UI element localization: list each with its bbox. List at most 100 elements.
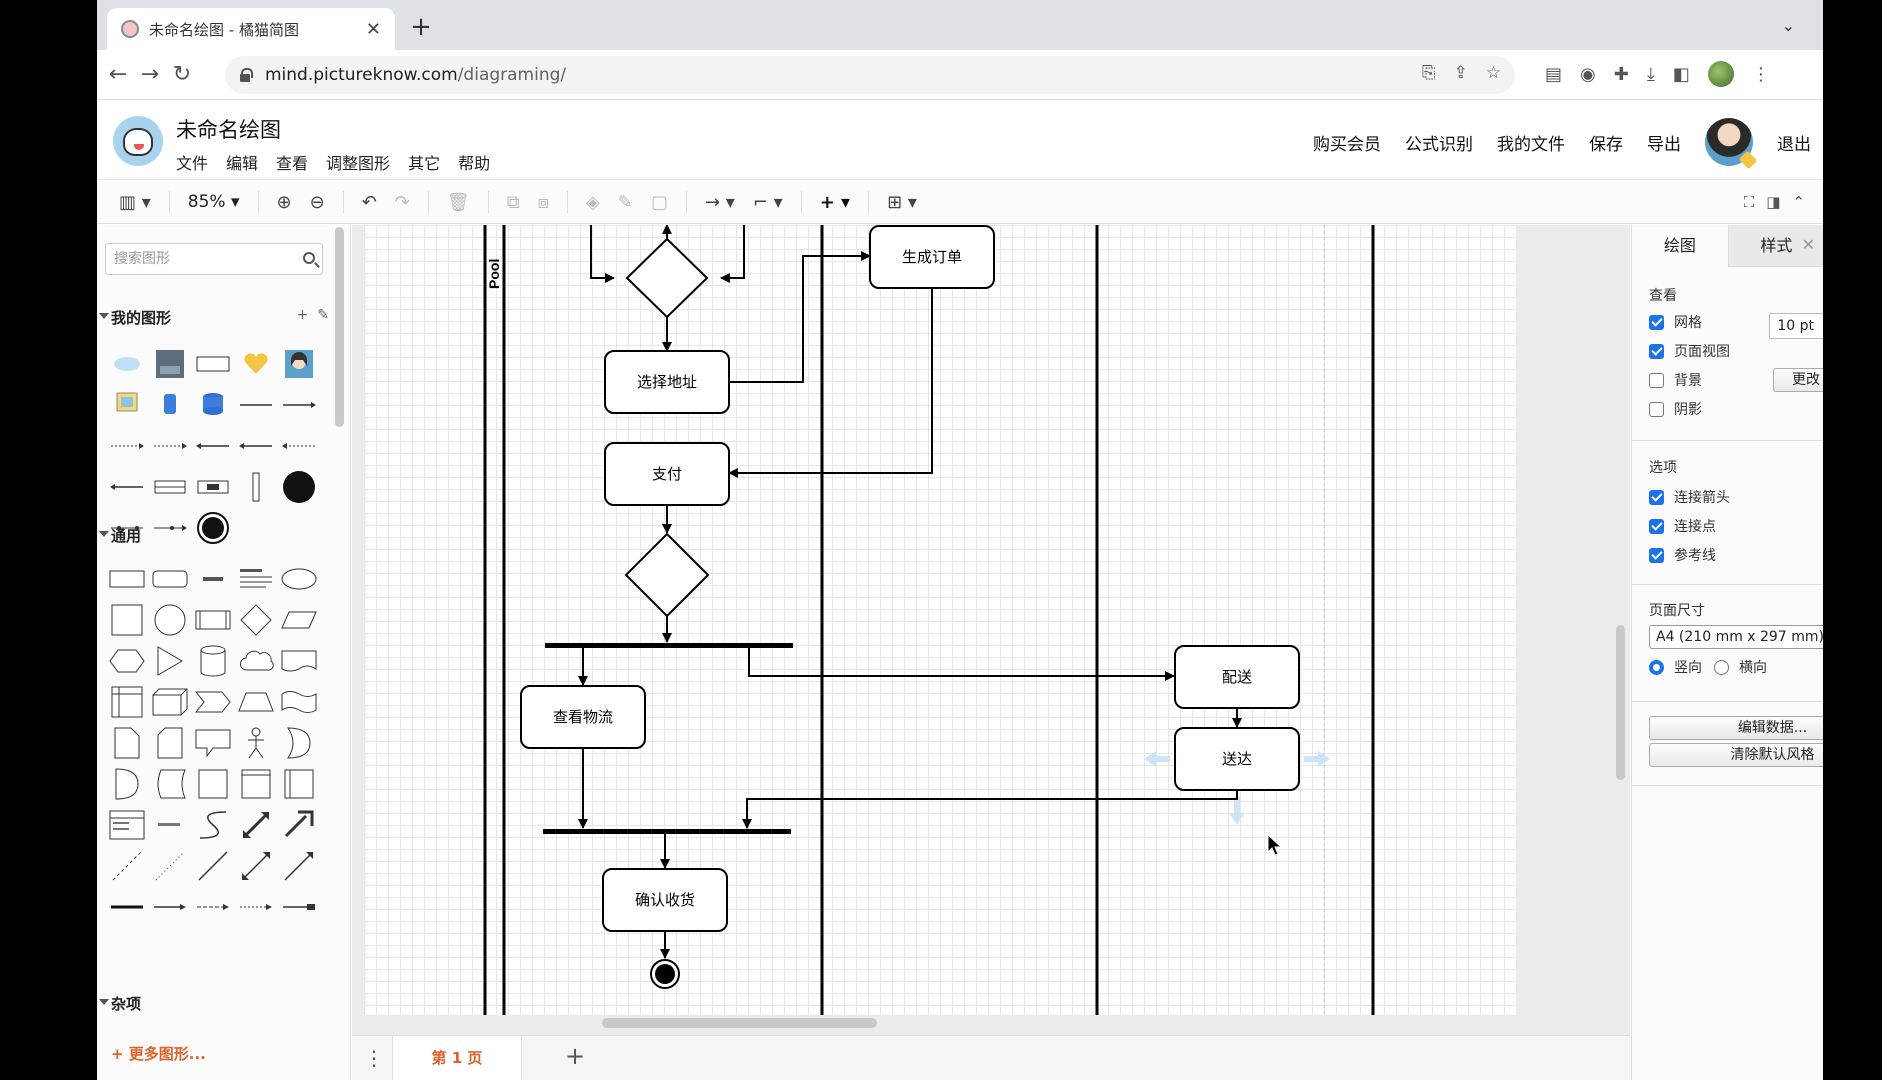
back-icon[interactable]: ← [108,62,128,87]
shape-swimlane[interactable] [277,763,320,804]
shape-link[interactable] [105,886,148,927]
shape-thumb-arrow-left[interactable] [105,466,148,507]
shape-ellipse[interactable] [277,558,320,599]
shape-data-storage[interactable] [148,763,191,804]
menu-arrange[interactable]: 调整图形 [326,154,391,173]
section-misc[interactable]: 杂项 [97,993,337,1014]
reading-mode-icon[interactable]: ▤ [1545,63,1563,85]
tab-search-chevron-icon[interactable]: ⌄ [1781,16,1795,35]
shape-hexagon[interactable] [105,640,148,681]
sidebar-scrollbar[interactable] [335,227,344,427]
background-checkbox[interactable]: 背景 [1649,370,1702,390]
shape-thumb-back-arrow[interactable] [191,425,234,466]
shape-cylinder[interactable] [191,640,234,681]
logout-link[interactable]: 退出 [1777,134,1811,155]
shape-list[interactable] [105,804,148,845]
shape-diamond[interactable] [234,599,277,640]
tab-diagram[interactable]: 绘图 [1632,225,1728,267]
shape-thumb-dotted-arrow-2[interactable] [148,425,191,466]
shape-list-item[interactable] [148,804,191,845]
shape-dotted-line[interactable] [148,845,191,886]
document-title[interactable]: 未命名绘图 [176,118,281,142]
shape-heading-text[interactable] [234,558,277,599]
shape-thumb-icon-2[interactable] [148,384,191,425]
download-icon[interactable]: ⤓ [1646,63,1655,85]
grid-size-input[interactable]: 10 pt [1769,313,1823,339]
shape-arrow-connector[interactable] [148,886,191,927]
shape-trapezoid[interactable] [234,681,277,722]
line-color-icon[interactable]: ✎ [617,191,633,213]
shape-container[interactable] [234,763,277,804]
page-menu-icon[interactable]: ⋮ [364,1046,384,1070]
close-tab-icon[interactable]: ✕ [365,18,381,40]
shape-thumb-line[interactable] [234,384,277,425]
shape-thumb-rect[interactable] [191,343,234,384]
formula-recognition-link[interactable]: 公式识别 [1405,134,1473,155]
bookmark-star-icon[interactable]: ☆ [1485,63,1502,83]
menu-view[interactable]: 查看 [276,154,309,173]
insert-icon[interactable]: + ▾ [819,191,851,213]
shape-line[interactable] [191,845,234,886]
shape-thumb-filled-circle[interactable] [277,466,320,507]
shape-thumb-bar-2[interactable] [191,466,234,507]
menu-file[interactable]: 文件 [176,154,209,173]
waypoint-style-icon[interactable]: ⌐ ▾ [752,191,783,213]
new-tab-icon[interactable]: + [410,12,432,42]
shape-thumb-dotted-arrow[interactable] [105,425,148,466]
save-link[interactable]: 保存 [1589,134,1623,155]
clear-default-style-button[interactable]: 清除默认风格 [1649,743,1823,767]
shadow-icon[interactable]: ▢ [650,191,668,213]
shape-thumb-dotted-back-arrow[interactable] [277,425,320,466]
shape-thumb-bar[interactable] [148,466,191,507]
shape-thumb-arrow[interactable] [277,384,320,425]
change-background-button[interactable]: 更改 [1773,368,1823,392]
shape-circle[interactable] [148,599,191,640]
extensions-puzzle-icon[interactable]: ✚ [1613,63,1629,85]
share-icon[interactable]: ⇪ [1453,63,1468,83]
canvas-horizontal-scrollbar[interactable] [602,1018,877,1028]
page-tab-1[interactable]: 第 1 页 [392,1036,522,1080]
shape-bidirectional-connector[interactable] [234,845,277,886]
shape-curve[interactable] [191,804,234,845]
user-avatar[interactable] [1705,118,1758,170]
shape-card[interactable] [148,722,191,763]
table-icon[interactable]: ⊞ ▾ [887,191,917,213]
landscape-radio[interactable]: 横向 [1714,657,1767,677]
add-shape-icon[interactable]: + [296,307,309,323]
shape-thumb-photo[interactable] [148,343,191,384]
forward-icon[interactable]: → [140,62,160,87]
shape-rectangle[interactable] [105,558,148,599]
extension-cat-icon[interactable]: ◉ [1580,63,1596,85]
add-page-icon[interactable]: + [565,1042,586,1070]
connection-points-checkbox[interactable]: 连接点 [1649,516,1716,536]
connection-style-icon[interactable]: → ▾ [705,191,735,213]
shape-and[interactable] [105,763,148,804]
menu-edit[interactable]: 编辑 [226,154,259,173]
connect-arrows-checkbox[interactable]: 连接箭头 [1649,487,1730,507]
buy-membership-link[interactable]: 购买会员 [1313,134,1381,155]
to-front-icon[interactable]: ⧉ [506,191,520,213]
app-logo[interactable] [113,116,163,166]
shape-square[interactable] [105,599,148,640]
shape-parallelogram[interactable] [277,599,320,640]
menu-extras[interactable]: 其它 [408,154,441,173]
diagram-canvas[interactable]: Pool 选择地址 生成订单 [352,225,1630,1035]
shape-search-input[interactable]: 搜索图形 [105,243,323,275]
shape-bidirectional-arrow[interactable] [234,804,277,845]
page-size-select[interactable]: A4 (210 mm x 297 mm) [1649,625,1823,649]
fullscreen-icon[interactable]: ⛶ [1743,193,1755,211]
shape-dashed-line[interactable] [105,845,148,886]
browser-menu-icon[interactable]: ⋮ [1751,63,1770,85]
fill-color-icon[interactable]: ◈ [586,191,600,213]
shape-callout[interactable] [191,722,234,763]
zoom-in-icon[interactable]: ⊕ [276,191,292,213]
section-my-shapes[interactable]: 我的图形 + ✎ [97,307,337,328]
tab-style[interactable]: 样式 [1727,225,1823,267]
menu-help[interactable]: 帮助 [458,154,491,173]
format-panel-toggle-icon[interactable]: ◨ [1766,193,1781,211]
profile-avatar-icon[interactable] [1707,61,1734,87]
section-general[interactable]: 通用 [97,525,337,546]
search-icon[interactable] [303,252,315,264]
shape-directional-connector[interactable] [277,845,320,886]
shape-dashed-connector[interactable] [191,886,234,927]
